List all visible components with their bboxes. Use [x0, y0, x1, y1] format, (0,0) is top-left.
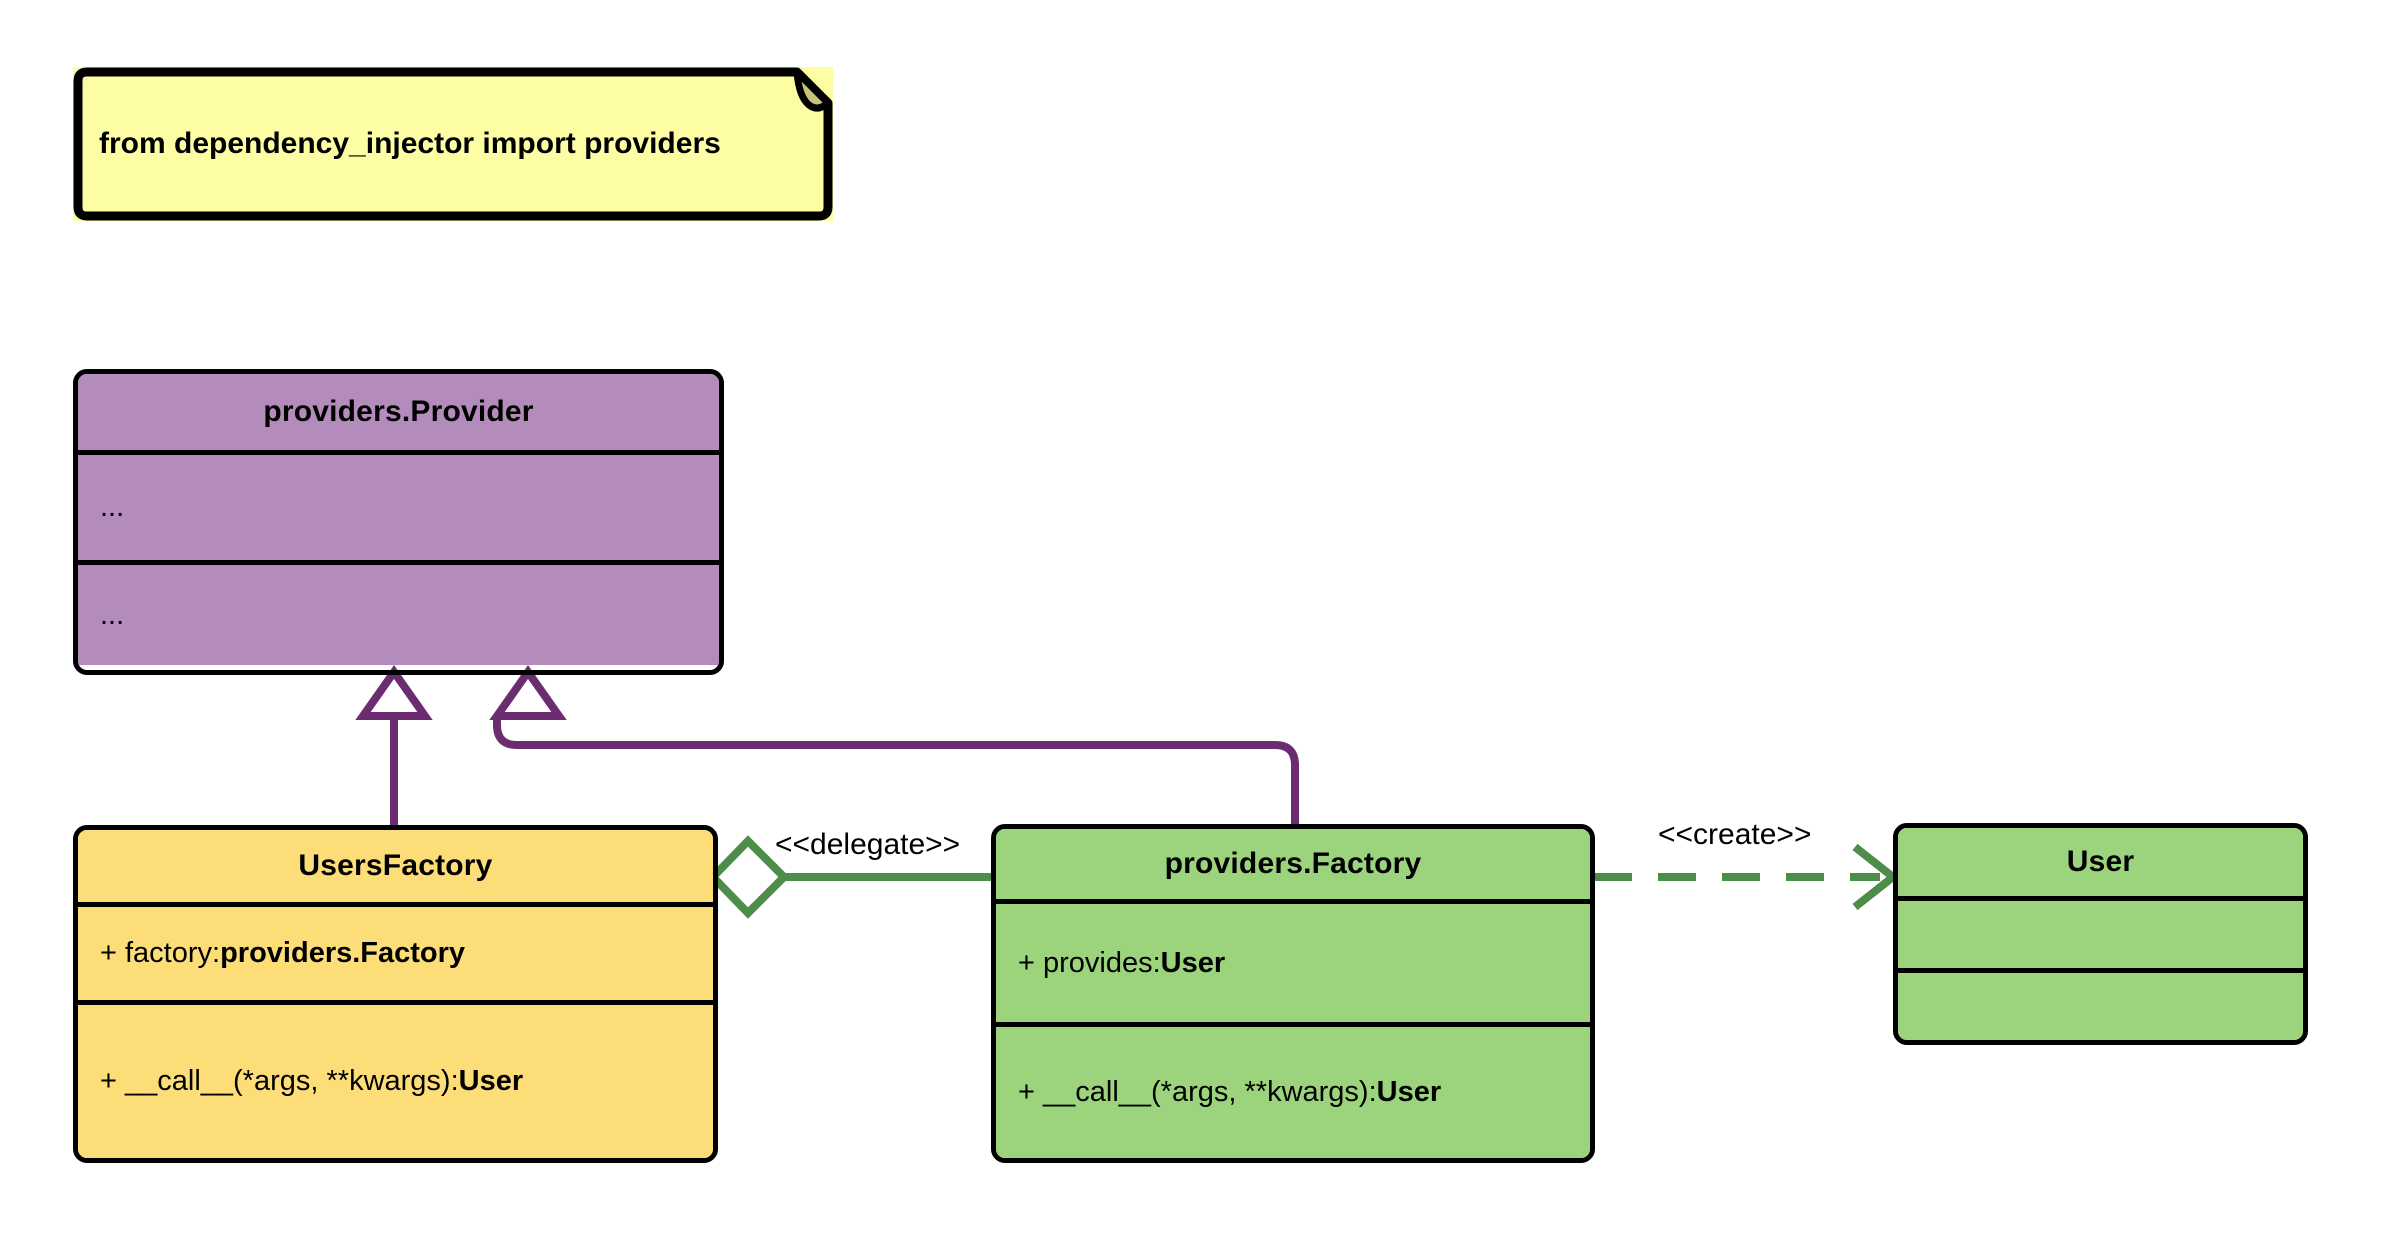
class-box-providers-provider[interactable]: providers.Provider ... ... [73, 369, 724, 675]
method-return-type: User [1376, 1076, 1442, 1108]
class-attributes-users-factory: + factory: providers.Factory [78, 902, 713, 1000]
method-label: + __call__(*args, **kwargs): [100, 1065, 459, 1097]
note-import: from dependency_injector import provider… [73, 67, 833, 221]
class-methods-providers-factory: + __call__(*args, **kwargs): User [996, 1022, 1590, 1158]
class-title-users-factory: UsersFactory [78, 830, 713, 902]
class-attributes-providers-provider: ... [78, 450, 719, 560]
class-box-user[interactable]: User [1893, 823, 2308, 1045]
edge-label-delegate: <<delegate>> [775, 828, 961, 861]
attribute-label: + provides: [1018, 946, 1161, 979]
class-methods-users-factory: + __call__(*args, **kwargs): User [78, 1000, 713, 1158]
generalization-usersfactory [355, 665, 433, 825]
method-label: + __call__(*args, **kwargs): [1018, 1076, 1377, 1108]
attribute-label: + factory: [100, 937, 221, 969]
class-title-providers-factory: providers.Factory [996, 829, 1590, 899]
attribute-type: User [1160, 946, 1226, 979]
class-attributes-user [1898, 896, 2303, 968]
note-text: from dependency_injector import provider… [99, 127, 721, 160]
edge-label-create: <<create>> [1658, 818, 1812, 851]
class-box-users-factory[interactable]: UsersFactory + factory: providers.Factor… [73, 825, 718, 1163]
class-methods-user [1898, 968, 2303, 1040]
dependency-create [1594, 843, 1900, 911]
method-return-type: User [458, 1065, 524, 1097]
class-attributes-providers-factory: + provides: User [996, 899, 1590, 1022]
class-title-user: User [1898, 828, 2303, 896]
class-methods-providers-provider: ... [78, 560, 719, 665]
attribute-type: providers.Factory [220, 937, 466, 969]
class-title-providers-provider: providers.Provider [78, 374, 719, 450]
note-shape [73, 67, 833, 221]
class-box-providers-factory[interactable]: providers.Factory + provides: User + __c… [991, 824, 1595, 1163]
generalization-providersfactory [489, 665, 1299, 824]
